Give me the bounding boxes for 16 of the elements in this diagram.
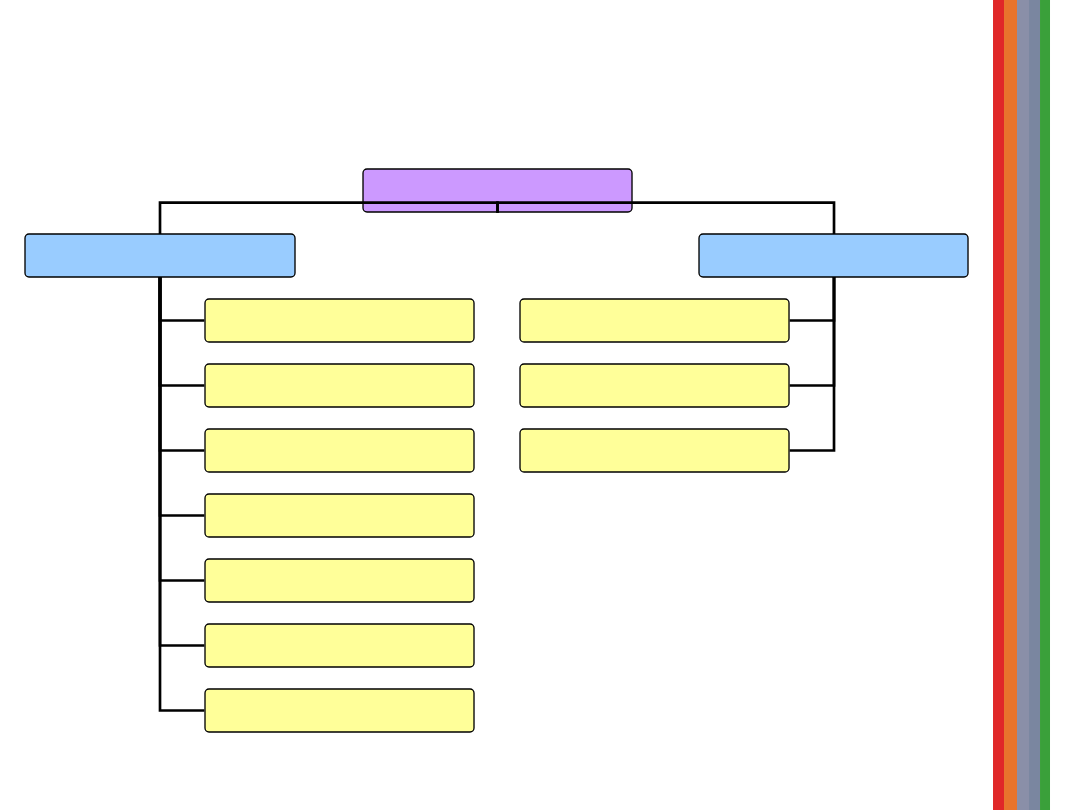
- connector-line: [496, 201, 836, 234]
- org-box: [24, 233, 296, 278]
- org-box: [204, 363, 475, 408]
- org-box: [204, 493, 475, 538]
- org-box: [204, 428, 475, 473]
- org-box: [204, 623, 475, 668]
- org-box: [204, 298, 475, 343]
- org-box: [204, 688, 475, 733]
- org-box: [519, 363, 790, 408]
- org-box: [519, 298, 790, 343]
- connector-line: [158, 201, 499, 234]
- org-box: [519, 428, 790, 473]
- connector-line: [789, 277, 836, 452]
- org-box: [204, 558, 475, 603]
- org-box: [362, 168, 633, 213]
- org-box: [698, 233, 969, 278]
